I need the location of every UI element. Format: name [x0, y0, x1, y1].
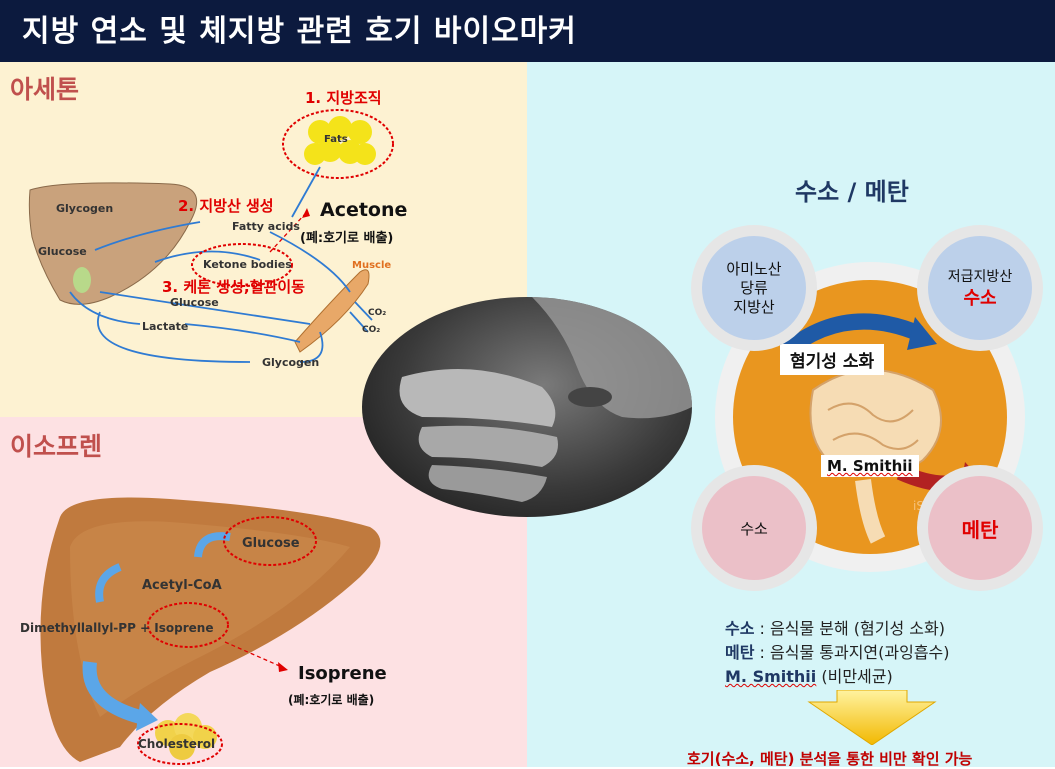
circle-bl: 수소	[702, 476, 806, 580]
flow-muscle-to-glycogen	[299, 331, 324, 363]
step3-label: 3. 케톤 생성;혈관이동	[162, 278, 305, 296]
circle-bl-ring: 수소	[691, 465, 817, 591]
gut-legend: 수소 : 음식물 분해 (혐기성 소화) 메탄 : 음식물 통과지연(과잉흡수)…	[725, 617, 950, 689]
smithii-label: M. Smithii	[821, 455, 919, 477]
cholesterol-label: Cholesterol	[138, 737, 216, 751]
isoprene-highlight-circle	[147, 602, 229, 648]
co2-label-a: CO₂	[368, 308, 387, 318]
co2-label-b: CO₂	[362, 325, 381, 335]
flow-fats-to-fatty-acids	[291, 166, 321, 218]
circle-tl-line2: 당류	[740, 278, 768, 297]
circle-br: 메탄	[928, 476, 1032, 580]
flow-liver-to-ketone	[154, 250, 261, 263]
glycogen-muscle-label: Glycogen	[262, 356, 320, 369]
gallbladder-shape	[73, 267, 91, 293]
flow-loop-bottom	[97, 311, 251, 363]
legend-desc: 음식물 통과지연(과잉흡수)	[770, 643, 950, 662]
glucose-path-label: Glucose	[170, 296, 219, 309]
muscle-shape	[294, 269, 370, 353]
fats-highlight-circle	[282, 109, 394, 179]
intestine-drawing: iStock iStock	[793, 349, 950, 544]
breath-photo-drawing	[399, 297, 692, 502]
arrowhead-cholesterol	[136, 703, 158, 731]
ketone-highlight-circle	[191, 243, 293, 287]
isoprene-heading: 이소프렌	[10, 432, 103, 461]
acetone-arrowhead	[302, 208, 310, 218]
legend-desc: 음식물 분해 (혐기성 소화)	[770, 619, 945, 638]
acetyl-coa-label: Acetyl-CoA	[142, 578, 222, 593]
legend-sep: :	[754, 643, 771, 662]
circle-tl-ring: 아미노산 당류 지방산	[691, 225, 817, 351]
circle-tr-line2: 수소	[963, 288, 997, 309]
acetone-panel: 아세톤	[0, 62, 527, 417]
breath-photo	[362, 297, 692, 517]
circle-tr-line1: 저급지방산	[947, 269, 1013, 285]
legend-row: 메탄 : 음식물 통과지연(과잉흡수)	[725, 641, 950, 665]
legend-term: 수소	[725, 619, 755, 638]
page-title: 지방 연소 및 체지방 관련 호기 바이오마커	[22, 14, 577, 49]
isoprene-dashed-arrow	[224, 641, 283, 668]
conclusion-text: 호기(수소, 메탄) 분석을 통한 비만 확인 가능	[687, 750, 973, 768]
fats-label: Fats	[324, 134, 348, 145]
circle-tr: 저급지방산 수소	[928, 236, 1032, 340]
flow-muscle-to-co2	[354, 301, 373, 321]
circle-tr-ring: 저급지방산 수소	[917, 225, 1043, 351]
arrow-dmapp-to-cholesterol	[82, 661, 142, 724]
acetone-heading: 아세톤	[10, 75, 80, 104]
lactate-label: Lactate	[142, 320, 189, 333]
conclusion-arrow	[807, 690, 937, 745]
step2-label: 2. 지방산 생성	[178, 197, 274, 215]
dmapp-label: Dimethyllallyl-PP + Isoprene	[20, 621, 214, 635]
flow-fatty-acids-to-muscle	[269, 231, 351, 293]
title-bar: 지방 연소 및 체지방 관련 호기 바이오마커	[0, 0, 1055, 62]
flow-fatty-acids-to-glucose	[94, 221, 201, 251]
isoprene-diagram	[40, 497, 381, 765]
arrowhead-up-right	[907, 317, 937, 350]
flow-glucose-to-muscle	[99, 291, 311, 325]
acetone-diagram	[28, 109, 394, 363]
isoprene-panel: 이소프렌 Glucose Acetyl-CoA Dimethyllallyl-P…	[0, 417, 527, 767]
circle-bl-text: 수소	[740, 519, 768, 538]
down-arrow-icon	[807, 690, 937, 745]
legend-sep: :	[754, 619, 771, 638]
circle-tl-line1: 아미노산	[726, 259, 782, 278]
ketone-bodies-label: Ketone bodies	[203, 258, 292, 271]
isoprene-arrowhead	[278, 662, 288, 672]
circle-br-ring: 메탄	[917, 465, 1043, 591]
arrow-acetyl-to-dmapp	[95, 563, 122, 603]
fats-cluster	[304, 116, 376, 165]
legend-desc: (비만세균)	[821, 667, 893, 686]
glucose-highlight-circle	[223, 516, 317, 566]
isoprene-note: (폐:호기로 배출)	[288, 693, 375, 707]
acetone-label: Acetone	[320, 199, 408, 221]
circle-tl: 아미노산 당류 지방산	[702, 236, 806, 340]
flow-muscle-to-lactate	[184, 323, 301, 343]
gut-heading: 수소 / 메탄	[795, 178, 909, 206]
liver-shade	[70, 521, 350, 717]
smithii-text: M. Smithii	[827, 457, 913, 475]
glucose-liver-label: Glucose	[38, 245, 87, 258]
isoprene-label: Isoprene	[298, 663, 387, 684]
legend-term: M. Smithii	[725, 667, 817, 686]
glucose-label: Glucose	[242, 536, 300, 551]
circle-br-text: 메탄	[961, 517, 999, 542]
step1-label: 1. 지방조직	[305, 89, 382, 107]
glycogen-liver-label: Glycogen	[56, 202, 114, 215]
fatty-acids-label: Fatty acids	[232, 220, 300, 233]
legend-row: 수소 : 음식물 분해 (혐기성 소화)	[725, 617, 950, 641]
arrow-up-right	[779, 313, 924, 359]
flow-muscle-to-co2b	[349, 311, 369, 333]
anaerobic-label: 혐기성 소화	[780, 344, 885, 375]
circle-tl-line3: 지방산	[733, 297, 775, 316]
flow-lactate-to-liver	[69, 291, 141, 325]
cholesterol-highlight-circle	[137, 723, 223, 765]
muscle-label: Muscle	[352, 260, 392, 271]
legend-term: 메탄	[725, 643, 755, 662]
acetone-note: (폐:호기로 배출)	[300, 231, 394, 246]
legend-row: M. Smithii (비만세균)	[725, 665, 950, 689]
acetone-dashed-arrow	[269, 213, 306, 253]
